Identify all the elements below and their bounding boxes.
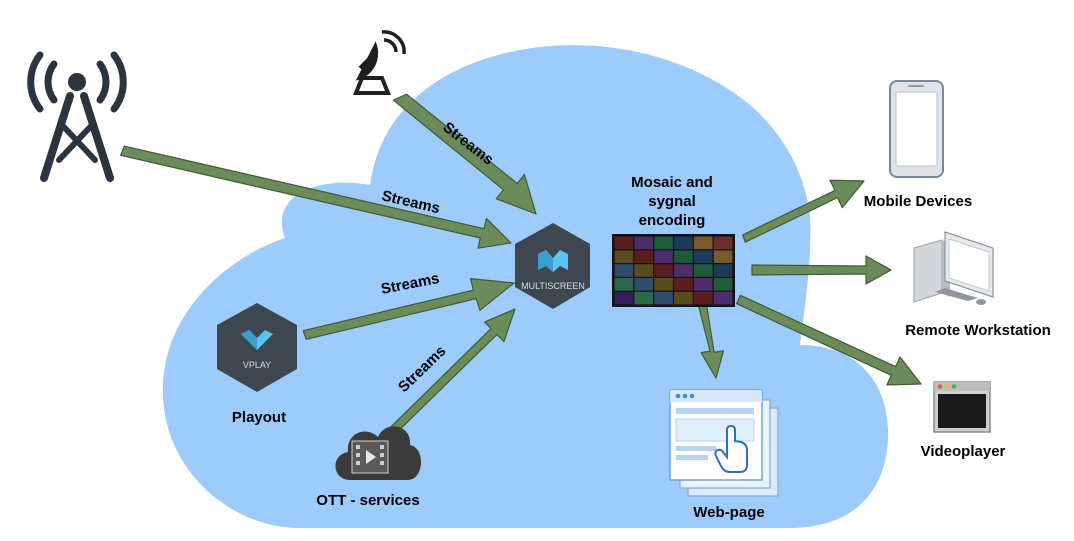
- mosaic-tile: [693, 250, 713, 263]
- encoding-caption-line3: encoding: [639, 212, 706, 229]
- mosaic-tile: [713, 236, 733, 250]
- mosaic-screen-icon: [612, 234, 735, 307]
- mosaic-tile: [614, 236, 634, 250]
- mosaic-tile: [614, 291, 634, 305]
- mosaic-tile: [634, 278, 653, 291]
- encoding-caption-line1: Mosaic and: [631, 174, 713, 191]
- mosaic-tile: [634, 264, 653, 277]
- mosaic-tile: [693, 278, 713, 291]
- mosaic-tile: [654, 278, 673, 291]
- arrow-encoding-to-webpage: [697, 301, 725, 379]
- mobile-phone-icon: [889, 80, 944, 178]
- mosaic-tile: [713, 291, 733, 305]
- mosaic-tile: [674, 264, 693, 277]
- cloud-film-icon: [335, 426, 422, 480]
- workstation-caption: Remote Workstation: [905, 322, 1051, 339]
- multiscreen-node[interactable]: MULTISCREEN: [515, 223, 590, 309]
- mosaic-tile: [654, 236, 673, 250]
- arrow-tower-to-multiscreen: [119, 145, 512, 249]
- webpage-caption: Web-page: [693, 504, 764, 521]
- vplay-node[interactable]: VPLAY: [217, 303, 297, 392]
- mosaic-tile: [674, 291, 693, 305]
- mosaic-tile: [654, 250, 673, 263]
- arrow-playout-to-multiscreen: [302, 278, 515, 340]
- arrow-ott-to-multiscreen: [390, 308, 516, 433]
- mosaic-tile: [654, 264, 673, 277]
- mosaic-tile: [713, 278, 733, 291]
- mosaic-tile: [614, 264, 634, 277]
- mosaic-tile: [634, 236, 653, 250]
- arrow-encoding-to-workstation: [751, 255, 892, 285]
- playout-caption: Playout: [232, 409, 286, 426]
- video-player-window-icon: [933, 381, 991, 433]
- flow-arrows: [119, 93, 922, 433]
- mosaic-tile: [634, 291, 653, 305]
- mobile-caption: Mobile Devices: [864, 193, 972, 210]
- desktop-computer-icon: [913, 231, 994, 305]
- mosaic-tile: [634, 250, 653, 263]
- mosaic-tile: [713, 264, 733, 277]
- arrow-satellite-to-multiscreen: [392, 93, 537, 215]
- vplay-logo-icon: [241, 330, 273, 350]
- multiscreen-label: MULTISCREEN: [521, 281, 585, 291]
- mosaic-tile: [674, 236, 693, 250]
- mosaic-tile: [674, 250, 693, 263]
- mosaic-tile: [693, 236, 713, 250]
- mosaic-tile: [614, 250, 634, 263]
- videoplayer-caption: Videoplayer: [921, 443, 1006, 460]
- encoding-caption-line2: sygnal: [648, 193, 696, 210]
- mosaic-tile: [693, 264, 713, 277]
- vplay-label: VPLAY: [243, 360, 271, 370]
- arrow-encoding-to-mobile: [742, 179, 865, 243]
- satellite-dish-icon: [353, 30, 406, 95]
- arrow-encoding-to-videoplayer: [735, 294, 922, 386]
- mosaic-tile: [654, 291, 673, 305]
- mosaic-tile: [614, 278, 634, 291]
- multiscreen-logo-icon: [538, 250, 568, 272]
- radio-tower-icon: [27, 51, 127, 182]
- web-page-click-icon: [669, 389, 779, 497]
- mosaic-tile: [674, 278, 693, 291]
- ott-caption: OTT - services: [316, 492, 419, 509]
- mosaic-tile: [693, 291, 713, 305]
- mosaic-tile: [713, 250, 733, 263]
